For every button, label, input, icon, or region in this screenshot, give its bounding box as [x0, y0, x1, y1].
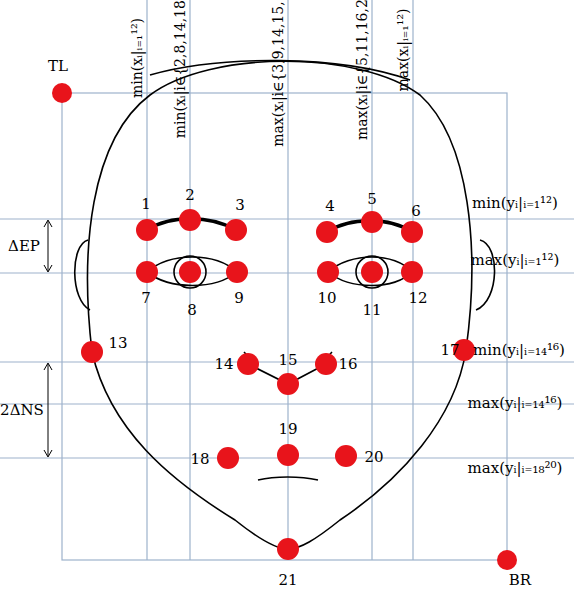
callout-number: 11 [362, 303, 381, 318]
right-ear [476, 240, 495, 310]
coordinate-formula: max(xᵢ|ᵢ₌₁¹²) [396, 9, 410, 92]
landmark-dot [179, 261, 201, 283]
arrow-heads [44, 220, 52, 272]
dimension-marks [44, 220, 52, 457]
dimension-label: max(yᵢ|ᵢ₌₁¹²) [471, 253, 560, 268]
coordinate-formula: max(xᵢ|i∈{5,11,16,20}) [355, 0, 369, 140]
landmark-dot [401, 221, 423, 243]
callout-number: 12 [408, 291, 427, 306]
landmark-dot [225, 219, 247, 241]
coordinate-formula: max(xᵢ|i∈{3,9,14,15,19}) [271, 0, 285, 147]
callout-number: 2 [185, 188, 195, 203]
dimension-line [48, 364, 49, 456]
landmark-dot [401, 261, 423, 283]
dimension-label: max(yᵢ|ᵢ₌₁₈²⁰) [468, 461, 563, 476]
dimension-label: 2ΔNS [0, 403, 44, 418]
dimension-line [48, 221, 49, 271]
right-iris [356, 256, 388, 288]
landmark-dot [335, 445, 357, 467]
callout-number: 20 [364, 450, 383, 465]
guide-line [0, 218, 574, 219]
guide-lines [0, 0, 574, 560]
left-eye [147, 257, 237, 286]
callout-number: 10 [317, 291, 336, 306]
arrow-heads [44, 363, 52, 457]
callout-number: 17 [440, 343, 459, 358]
dimension-label: min(yᵢ|ᵢ₌₁₄¹⁶) [473, 343, 565, 358]
landmark-dot [315, 353, 337, 375]
landmark-dot [277, 444, 299, 466]
callout-number: 3 [235, 198, 245, 213]
callout-number: 1 [141, 197, 151, 212]
callout-number: 16 [338, 357, 357, 372]
guide-line [0, 272, 574, 273]
callout-number: 9 [234, 291, 244, 306]
landmark-dot [136, 219, 158, 241]
guide-line [287, 0, 288, 560]
bounding-box [62, 93, 507, 560]
coordinate-formula: min(xᵢ|ᵢ₌₁¹²) [130, 18, 144, 98]
mouth [258, 477, 318, 480]
landmark-dot [237, 353, 259, 375]
landmark-dot [179, 209, 201, 231]
landmark-dot [361, 261, 383, 283]
callout-number: 13 [108, 336, 127, 351]
callout-number: 21 [278, 573, 297, 588]
callout-number: 19 [278, 422, 297, 437]
right-eye [328, 257, 412, 286]
landmark-dot [497, 550, 517, 570]
landmark-dot [277, 373, 299, 395]
landmark-dot [316, 221, 338, 243]
dimension-label: min(yᵢ|ᵢ₌₁¹²) [472, 196, 558, 211]
callout-number: 15 [278, 353, 297, 368]
dimension-label: max(yᵢ|ᵢ₌₁₄¹⁶) [468, 396, 563, 411]
callout-number: 6 [411, 204, 421, 219]
landmark-dot [277, 538, 299, 560]
landmark-dot [226, 261, 248, 283]
callout-number: 5 [367, 192, 377, 207]
landmark-dot [317, 261, 339, 283]
dimension-label: ΔEP [8, 239, 40, 254]
landmark-dot [81, 341, 103, 363]
callout-number: 4 [325, 199, 335, 214]
callout-number: 7 [141, 291, 151, 306]
landmark-dot [361, 211, 383, 233]
callout-number: TL [48, 59, 68, 74]
callout-number: 14 [214, 357, 233, 372]
left-ear [75, 240, 90, 310]
landmark-dot [136, 261, 158, 283]
landmark-dot [52, 83, 72, 103]
callout-number: 18 [190, 452, 209, 467]
left-iris [174, 256, 206, 288]
landmark-points [52, 83, 517, 570]
callout-number: BR [509, 573, 531, 588]
landmark-dot [217, 447, 239, 469]
coordinate-formula: min(xᵢ|i∈{2,8,14,18}) [173, 0, 187, 138]
callout-number: 8 [187, 303, 197, 318]
